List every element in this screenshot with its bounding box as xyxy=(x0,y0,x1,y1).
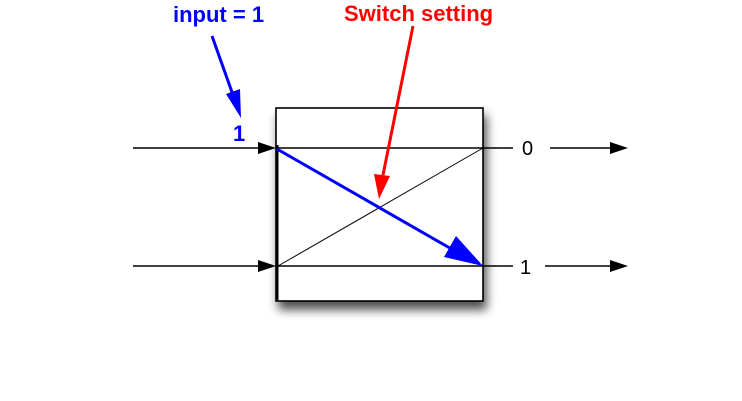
signal-path-arrowhead xyxy=(444,236,483,266)
input-annotation-arrowhead xyxy=(226,89,241,118)
switch-setting-arrowhead xyxy=(374,174,390,199)
switch-box xyxy=(275,107,484,302)
output-port-1-label: 1 xyxy=(520,257,531,279)
bottom-output-arrowhead xyxy=(610,260,628,272)
switch-setting-label: Switch setting xyxy=(344,1,493,26)
switch-setting-arrow xyxy=(381,25,415,176)
output-port-0-label: 0 xyxy=(522,138,533,160)
input-label: input = 1 xyxy=(173,2,264,27)
input-port-label: 1 xyxy=(233,121,245,146)
bottom-input-arrowhead xyxy=(258,260,276,272)
top-input-arrowhead xyxy=(258,142,276,154)
signal-path xyxy=(276,147,463,257)
input-annotation-arrow xyxy=(210,35,235,96)
top-output-arrowhead xyxy=(610,142,628,154)
